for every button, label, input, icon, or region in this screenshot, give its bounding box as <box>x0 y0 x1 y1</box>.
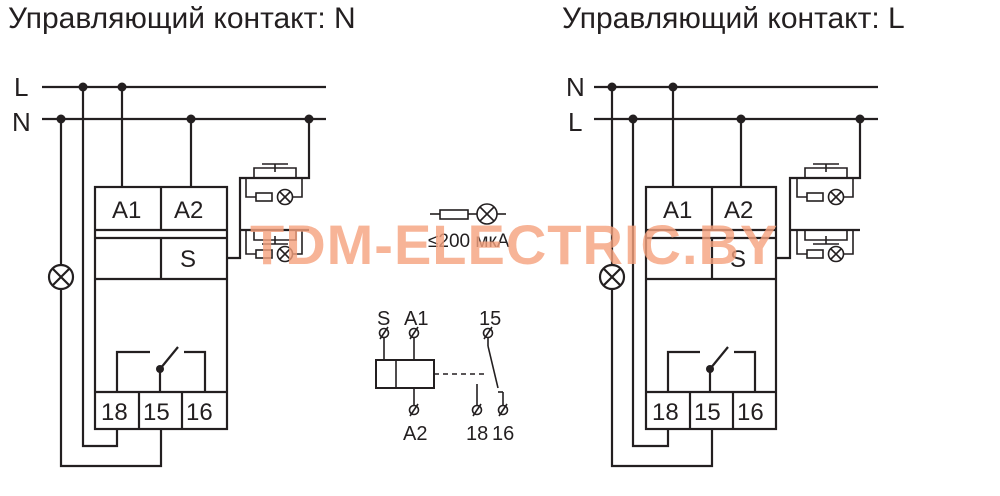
left-diagram: L N A1 A2 S 18 15 16 <box>12 72 326 468</box>
right-lamp-icon <box>598 263 626 291</box>
center-legend: ≤200 мкА S A1 15 A2 <box>375 203 514 445</box>
right-diagram: N L A1 A2 S 18 15 16 <box>566 72 878 468</box>
right-terminal-a1: A1 <box>663 197 692 224</box>
right-wire-18-loop <box>631 119 670 448</box>
center-changeover-contact <box>471 326 509 417</box>
current-note: ≤200 мкА <box>428 231 510 252</box>
left-terminal-15: 15 <box>143 399 170 426</box>
left-terminal-s: S <box>180 246 196 273</box>
left-lit-button-2 <box>245 230 303 263</box>
right-rail-bottom-label: L <box>568 107 582 137</box>
watermark-logo: TDM-ELECTRIC.BY <box>250 213 779 276</box>
right-terminal-16: 16 <box>737 399 764 426</box>
right-terminal-s: S <box>730 246 746 273</box>
left-rail-top-label: L <box>14 72 28 102</box>
left-terminal-16: 16 <box>186 399 213 426</box>
right-rail-top-label: N <box>566 72 585 102</box>
right-terminal-a2: A2 <box>724 197 753 224</box>
left-terminal-a2: A2 <box>174 197 203 224</box>
center-label-16: 16 <box>492 423 514 445</box>
left-wire-18-loop <box>81 87 119 448</box>
left-terminal-18: 18 <box>101 399 128 426</box>
center-label-15: 15 <box>479 308 501 330</box>
right-terminal-15: 15 <box>694 399 721 426</box>
left-rail-bottom-label: N <box>12 107 31 137</box>
lit-button-symbol <box>430 203 506 225</box>
center-label-s: S <box>377 308 390 330</box>
center-terminal-s <box>378 326 390 360</box>
center-terminal-a1 <box>408 326 420 360</box>
right-terminal-18: 18 <box>652 399 679 426</box>
right-wire-s <box>776 119 862 260</box>
center-label-a1: A1 <box>404 308 428 330</box>
right-diagram-title: Управляющий контакт: L <box>562 2 905 35</box>
left-lit-button-1 <box>245 163 303 206</box>
left-wire-lamp-loop <box>59 119 163 468</box>
right-lit-button-1 <box>796 163 854 206</box>
right-lit-button-2 <box>796 230 854 263</box>
left-lamp-icon <box>47 263 75 291</box>
left-relay-contact <box>115 346 207 392</box>
right-relay-contact <box>666 346 757 392</box>
left-terminal-a1: A1 <box>112 197 141 224</box>
left-diagram-title: Управляющий контакт: N <box>8 2 356 35</box>
left-wire-s <box>227 119 311 260</box>
coil-symbol <box>375 359 435 389</box>
center-terminal-a2 <box>408 388 420 417</box>
center-label-18: 18 <box>466 423 488 445</box>
center-label-a2: A2 <box>403 423 427 445</box>
